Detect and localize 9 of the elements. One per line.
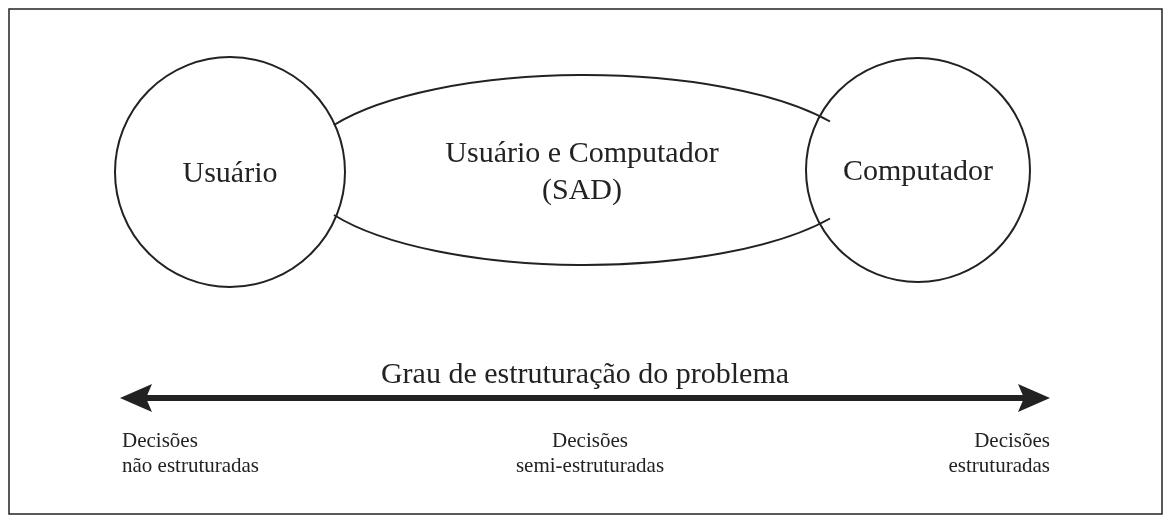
- node-label: Usuário: [182, 154, 278, 191]
- scale-middle-label: Decisões semi-estruturadas: [515, 428, 665, 479]
- scale-end-label: Decisões não estruturadas: [122, 428, 260, 479]
- axis-title: Grau de estruturação do problema: [380, 355, 790, 391]
- circle-node: [115, 57, 345, 287]
- circle-node: [806, 58, 1030, 282]
- node-label: Computador: [843, 152, 993, 189]
- node-label: Usuário e Computador (SAD): [444, 133, 720, 207]
- scale-end-label: Decisões estruturadas: [948, 428, 1050, 479]
